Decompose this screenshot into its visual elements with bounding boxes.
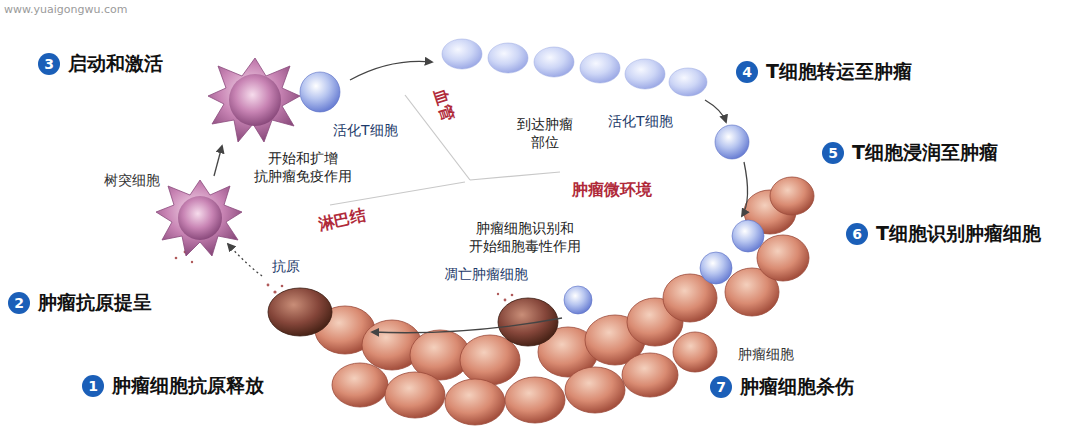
- t-cell: [700, 252, 732, 284]
- tumor-cell: [385, 372, 445, 418]
- t-cell: [580, 53, 620, 83]
- antigen-dot: [273, 290, 276, 293]
- t-cell: [300, 72, 340, 112]
- tumor-cell: [673, 332, 717, 372]
- step-title: 启动和激活: [68, 52, 163, 76]
- region-line: [330, 182, 465, 205]
- t-cells: [300, 72, 764, 314]
- apoptotic-cell: [498, 298, 558, 346]
- annotation-label: 到达肿瘤 部位: [510, 116, 580, 151]
- step-title: 肿瘤抗原提呈: [38, 291, 152, 315]
- callout-number: 5: [822, 142, 844, 164]
- step-item: 3 启动和激活: [38, 52, 163, 76]
- step-title: T细胞识别肿瘤细胞: [876, 222, 1016, 246]
- step-item: 5 T细胞浸润至肿瘤: [822, 141, 998, 165]
- antigen-dot: [511, 294, 514, 297]
- region-label: 淋巴结: [316, 205, 367, 235]
- annotation-label: 开始和扩增 抗肿瘤免疫作用: [243, 150, 363, 185]
- apoptotic-cells: [268, 288, 558, 346]
- tumor-cell: [757, 235, 809, 281]
- tumor-cell: [332, 363, 388, 407]
- callout-number: 3: [38, 53, 60, 75]
- antigen-dot: [281, 285, 284, 288]
- step-item: 1 肿瘤细胞抗原释放: [82, 374, 264, 398]
- callout-number: 1: [82, 375, 104, 397]
- vessel-t-cells: [442, 39, 707, 96]
- dendritic-cell-core: [229, 74, 281, 126]
- t-cell: [442, 39, 482, 69]
- antigen-dot: [175, 257, 178, 260]
- t-cell: [564, 286, 592, 314]
- dendritic-cell-body: [208, 58, 300, 142]
- tumor-cells: [315, 177, 814, 425]
- cycle-arrow: [228, 244, 262, 276]
- tumor-cell: [445, 379, 505, 425]
- region-line: [470, 172, 560, 180]
- cycle-arrow: [705, 100, 726, 122]
- antigen-dot: [191, 261, 193, 263]
- annotation-label: 肿瘤细胞识别和 开始细胞毒性作用: [440, 220, 610, 255]
- t-cell: [625, 59, 665, 89]
- t-cell: [669, 68, 707, 96]
- apoptotic-cell: [268, 288, 332, 336]
- cycle-arrow: [372, 318, 562, 333]
- callout-number: 2: [8, 292, 30, 314]
- region-label: 血管: [430, 87, 459, 124]
- step-item: 4 T细胞转运至肿瘤: [736, 60, 912, 84]
- tumor-cell: [565, 367, 625, 413]
- callout-number: 4: [736, 61, 758, 83]
- tumor-cell: [770, 177, 814, 215]
- cycle-arrow: [214, 146, 222, 176]
- antigen-dot: [504, 299, 507, 302]
- dendritic-cell-core: [178, 196, 222, 240]
- step-title: T细胞转运至肿瘤: [766, 60, 912, 84]
- annotation-label: 肿瘤细胞: [738, 346, 794, 364]
- cycle-arrows: [214, 61, 748, 332]
- annotation-label: www.yuaigongwu.com: [4, 3, 127, 17]
- t-cell: [715, 125, 749, 159]
- annotation-label: 活化T细胞: [333, 122, 398, 140]
- tumor-cell: [622, 353, 678, 397]
- step-title: 肿瘤细胞抗原释放: [112, 374, 264, 398]
- annotation-label: 抗原: [272, 258, 300, 276]
- t-cell: [732, 220, 764, 252]
- cycle-arrow: [350, 61, 432, 80]
- dendritic-cell: [208, 58, 300, 142]
- annotation-label: 凋亡肿瘤细胞: [444, 266, 528, 284]
- tumor-cell: [460, 335, 520, 385]
- t-cell: [488, 43, 528, 73]
- step-item: 2 肿瘤抗原提呈: [8, 291, 152, 315]
- callout-number: 6: [846, 223, 868, 245]
- tumor-cell: [505, 377, 565, 423]
- step-title: 肿瘤细胞杀伤: [740, 375, 854, 399]
- cycle-arrow: [742, 162, 748, 216]
- annotation-label: 活化T细胞: [608, 113, 673, 131]
- antigen-dot: [497, 293, 499, 295]
- antigen-dot: [267, 284, 270, 287]
- step-title: T细胞浸润至肿瘤: [852, 141, 998, 165]
- t-cell: [534, 47, 574, 77]
- step-item: 7 肿瘤细胞杀伤: [710, 375, 854, 399]
- callout-number: 7: [710, 376, 732, 398]
- region-label: 肿瘤微环境: [572, 180, 652, 200]
- step-item: 6 T细胞识别肿瘤细胞: [846, 222, 1016, 246]
- annotation-label: 树突细胞: [104, 172, 160, 190]
